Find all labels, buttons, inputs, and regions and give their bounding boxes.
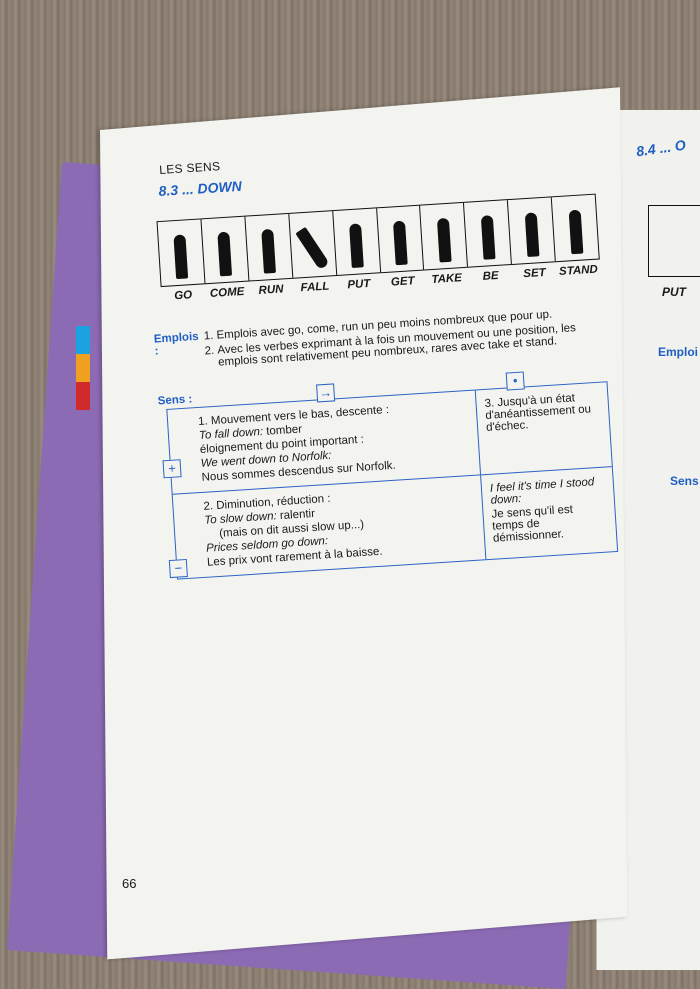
figure-get [376, 205, 425, 273]
verb-label: BE [482, 269, 499, 283]
sense-heading: 3. Jusqu'à un état d'anéantissement ou d… [484, 392, 592, 434]
figure-fall [289, 211, 337, 278]
example-fr: Je sens qu'il est temps de démissionner. [491, 503, 574, 545]
example-fr: ralentir [279, 507, 316, 523]
figure-set [508, 197, 556, 264]
figure-stand [552, 195, 599, 262]
figure-take [420, 202, 469, 270]
example-fr: tomber [265, 423, 303, 438]
verb-label: COME [209, 285, 245, 301]
figure-put [648, 205, 700, 277]
sens-label: Sens [670, 474, 699, 488]
page-content: LES SENS 8.3 ... DOWN GO COME RUN FALL P… [142, 122, 619, 580]
figure-put [332, 208, 381, 276]
verb-label: GO [173, 289, 193, 303]
verb-label: TAKE [431, 272, 463, 287]
emplois-label: Emplois : [153, 330, 199, 358]
verb-label: FALL [300, 280, 330, 295]
arrow-right-icon: → [316, 383, 336, 403]
verb-label: PUT [662, 285, 686, 299]
page-number: 66 [122, 876, 137, 891]
emplois-label: Emploi [658, 345, 699, 359]
tab-orange [76, 354, 90, 382]
verb-label: STAND [558, 263, 599, 279]
figure-go [157, 219, 206, 287]
color-tabs [76, 326, 90, 410]
figure-be [464, 200, 513, 267]
tab-red [76, 382, 90, 410]
sens-table: → • + − 1. Mouvement vers le bas, descen… [162, 371, 619, 580]
verb-label: PUT [347, 277, 371, 292]
tab-blue [76, 326, 90, 354]
emplois-section: Emplois : Emplois avec go, come, run un … [154, 305, 606, 375]
verb-label: SET [522, 266, 547, 281]
verb-label: RUN [258, 283, 284, 297]
verb-label: GET [390, 275, 415, 289]
minus-icon: − [168, 558, 188, 579]
figure-run [245, 213, 294, 281]
figure-come [201, 216, 250, 284]
dot-icon: • [505, 371, 525, 391]
plus-icon: + [162, 459, 182, 479]
